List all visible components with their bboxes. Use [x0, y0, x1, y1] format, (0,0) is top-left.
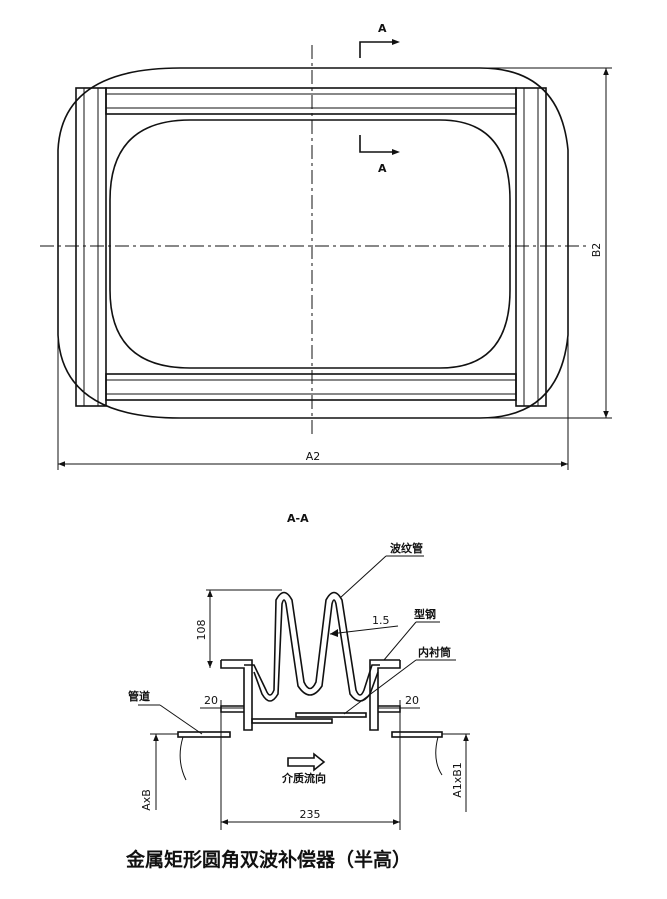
- dimension-a1xb1: A1xB1: [442, 733, 470, 812]
- right-steel-bar: [515, 87, 547, 407]
- outer-rounded-frame: [57, 67, 569, 419]
- top-steel-bar: [105, 87, 517, 115]
- left-steel-bar: [75, 87, 107, 407]
- svg-text:A: A: [378, 22, 387, 35]
- right-angle-steel: [369, 659, 401, 731]
- svg-text:20: 20: [405, 694, 419, 707]
- drawing-caption: 金属矩形圆角双波补偿器（半高）: [125, 848, 411, 871]
- section-title: A-A: [287, 512, 309, 525]
- inner-rounded-opening: [109, 119, 511, 369]
- inner-liner: [251, 712, 367, 724]
- svg-text:235: 235: [300, 808, 321, 821]
- section-mark-bottom: A: [359, 135, 400, 175]
- dimension-axb: AxB: [140, 733, 178, 811]
- left-angle-steel: [220, 659, 253, 731]
- svg-text:AxB: AxB: [140, 789, 153, 811]
- section-view: A-A 介质流向: [128, 512, 470, 830]
- bellows-wave-inner: [253, 599, 379, 702]
- svg-text:B2: B2: [590, 243, 603, 258]
- svg-text:A1xB1: A1xB1: [451, 762, 464, 798]
- liner-label: 内衬筒: [418, 645, 451, 659]
- dimension-b2: B2: [480, 67, 612, 419]
- dimension-length-235: 235: [220, 712, 401, 830]
- section-mark-top: A: [359, 22, 400, 58]
- svg-text:108: 108: [195, 620, 208, 641]
- pipe-label: 管道: [128, 689, 150, 703]
- bellows-wave: [244, 591, 380, 696]
- svg-text:A2: A2: [306, 450, 321, 463]
- dimension-right-20: 20: [377, 694, 420, 718]
- steel-label: 型钢: [414, 607, 436, 621]
- dimension-left-20: 20: [200, 694, 245, 718]
- dimension-thickness: 1.5: [329, 614, 399, 637]
- svg-text:20: 20: [204, 694, 218, 707]
- svg-text:1.5: 1.5: [372, 614, 390, 627]
- dimension-height-108: 108: [195, 589, 282, 668]
- bottom-steel-bar: [105, 373, 517, 401]
- bellows-label: 波纹管: [390, 541, 423, 555]
- svg-text:A: A: [378, 162, 387, 175]
- plan-view: A A B2 A2: [40, 22, 612, 470]
- pipe-left: [177, 731, 231, 781]
- flow-arrow-icon: [287, 752, 326, 772]
- flow-direction-label: 介质流向: [281, 771, 326, 785]
- dimension-a2: A2: [57, 335, 569, 470]
